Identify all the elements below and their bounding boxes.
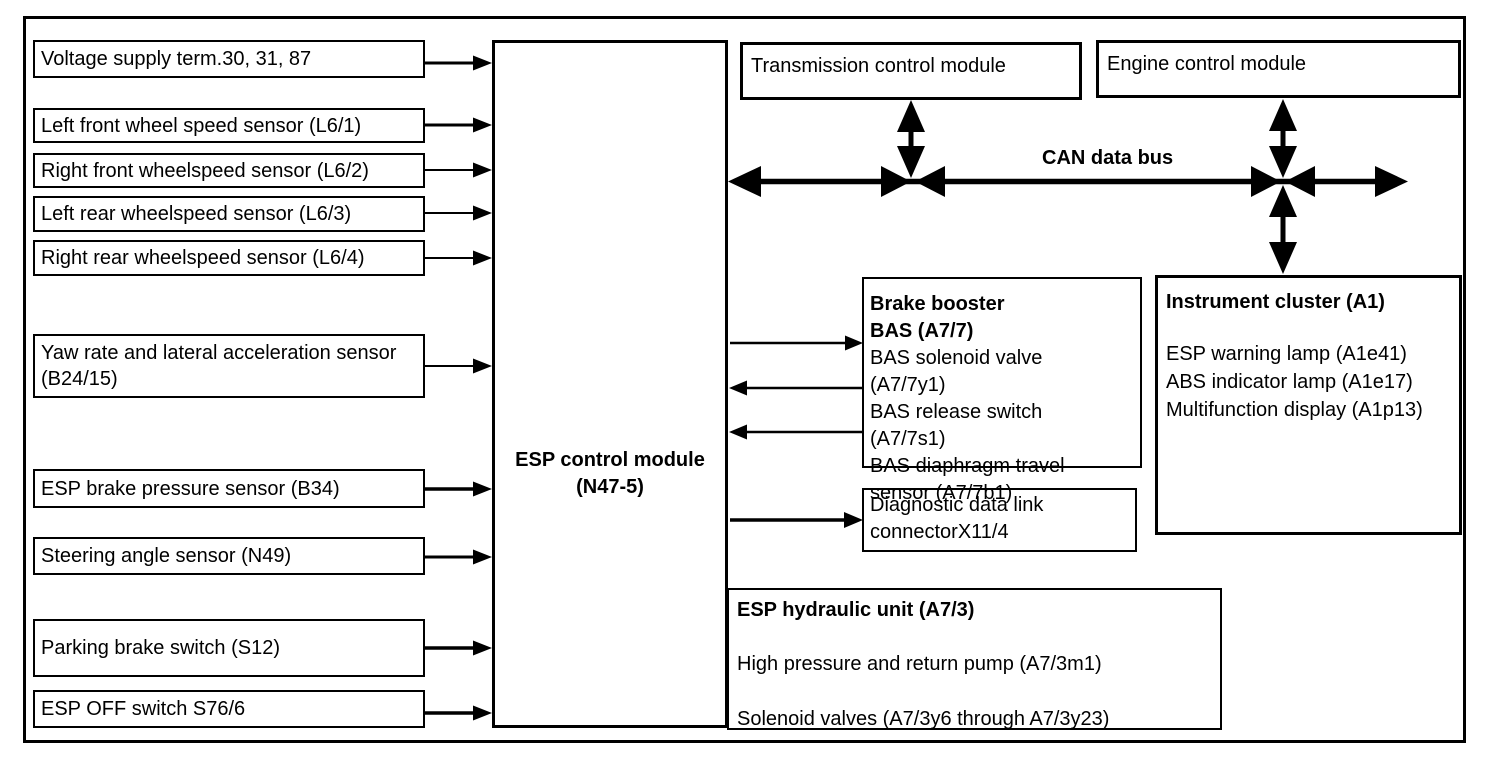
arrow-esp-off-switch-to-esp	[425, 705, 492, 721]
esp-hydraulic-unit-box: ESP hydraulic unit (A7/3) High pressure …	[727, 588, 1222, 730]
input-box-left-rear-wheel-speed: Left rear wheelspeed sensor (L6/3)	[33, 196, 425, 232]
arrow-transmission-to-bus	[897, 100, 925, 178]
input-box-left-front-wheel-speed: Left front wheel speed sensor (L6/1)	[33, 108, 425, 143]
diagnostic-connector-line: Diagnostic data link	[870, 494, 1044, 516]
instrument-cluster-item: Multifunction display (A1p13)	[1166, 399, 1423, 421]
arrow-steering-angle-to-esp	[425, 549, 492, 565]
brake-booster-line: (A7/7s1)	[870, 428, 946, 450]
arrow-esp-to-bas	[730, 335, 863, 351]
arrow-bas-to-esp-2	[729, 424, 862, 440]
arrow-parking-brake-to-esp	[425, 640, 492, 656]
brake-booster-box: Brake booster BAS (A7/7) BAS solenoid va…	[862, 277, 1142, 504]
transmission-control-module-box: Transmission control module	[740, 42, 1082, 100]
arrow-right-front-wheel-to-esp	[425, 162, 492, 178]
input-label: Left rear wheelspeed sensor (L6/3)	[41, 203, 352, 225]
arrow-left-front-wheel-to-esp	[425, 117, 492, 133]
outer-frame	[23, 16, 1466, 743]
arrow-right-rear-wheel-to-esp	[425, 250, 492, 266]
input-box-esp-off-switch: ESP OFF switch S76/6	[33, 690, 425, 728]
arrow-esp-to-diagnostic-connector	[730, 512, 863, 528]
input-box-right-front-wheel-speed: Right front wheelspeed sensor (L6/2)	[33, 153, 425, 188]
instrument-cluster-box: Instrument cluster (A1) ESP warning lamp…	[1155, 275, 1462, 535]
brake-booster-line: BAS diaphragm travel	[870, 455, 1065, 477]
instrument-cluster-title: Instrument cluster (A1)	[1166, 291, 1385, 313]
arrow-voltage-supply-to-esp	[425, 55, 492, 71]
input-label: Right front wheelspeed sensor (L6/2)	[41, 159, 369, 182]
arrow-yaw-sensor-to-esp	[425, 358, 492, 374]
input-label: Right rear wheelspeed sensor (L6/4)	[41, 247, 365, 269]
input-label: Yaw rate and lateral acceleration sensor…	[41, 342, 397, 390]
input-label: Steering angle sensor (N49)	[41, 545, 292, 567]
arrow-bas-to-esp-1	[729, 380, 862, 396]
hydraulic-unit-item: Solenoid valves (A7/3y6 through A7/3y23)	[737, 708, 1110, 730]
brake-booster-line: BAS release switch	[870, 401, 1043, 423]
input-box-parking-brake-switch: Parking brake switch (S12)	[33, 619, 425, 677]
input-label: Parking brake switch (S12)	[41, 637, 280, 659]
esp-control-module-box: ESP control module (N47-5)	[492, 40, 728, 728]
instrument-cluster-item: ESP warning lamp (A1e41)	[1166, 343, 1407, 365]
brake-booster-line: sensor (A7/7b1)	[870, 482, 1013, 504]
input-label: ESP brake pressure sensor (B34)	[41, 477, 340, 500]
input-box-steering-angle-sensor: Steering angle sensor (N49)	[33, 537, 425, 575]
brake-booster-line: BAS solenoid valve	[870, 347, 1043, 369]
diagnostic-connector-line: connectorX11/4	[870, 521, 1009, 543]
can-bus-junction-engine	[1251, 166, 1315, 197]
input-label: Left front wheel speed sensor (L6/1)	[41, 114, 362, 137]
input-box-right-rear-wheel-speed: Right rear wheelspeed sensor (L6/4)	[33, 240, 425, 276]
arrow-bus-to-instrument-cluster	[1269, 185, 1297, 274]
brake-booster-subtitle: BAS (A7/7)	[870, 320, 974, 342]
brake-booster-title: Brake booster	[870, 293, 1005, 315]
input-label: ESP OFF switch S76/6	[41, 698, 246, 720]
can-bus-junction-transmission	[881, 166, 945, 197]
diagnostic-connector-box: Diagnostic data link connectorX11/4	[862, 488, 1137, 552]
transmission-control-module-title: Transmission control module	[751, 55, 1006, 77]
instrument-cluster-item: ABS indicator lamp (A1e17)	[1166, 371, 1413, 393]
arrow-engine-to-bus	[1269, 99, 1297, 178]
can-data-bus-label: CAN data bus	[1042, 147, 1174, 169]
arrow-left-rear-wheel-to-esp	[425, 205, 492, 221]
input-label: Voltage supply term.30, 31, 87	[41, 48, 312, 70]
arrow-brake-pressure-to-esp	[425, 481, 492, 497]
input-box-yaw-rate-sensor: Yaw rate and lateral acceleration sensor…	[33, 334, 425, 398]
brake-booster-line: (A7/7y1)	[870, 374, 946, 396]
input-box-brake-pressure-sensor: ESP brake pressure sensor (B34)	[33, 469, 425, 508]
hydraulic-unit-item: High pressure and return pump (A7/3m1)	[737, 653, 1102, 675]
engine-control-module-title: Engine control module	[1107, 53, 1307, 75]
esp-control-module-title: ESP control module (N47-5)	[515, 449, 705, 498]
engine-control-module-box: Engine control module	[1096, 40, 1461, 98]
input-box-voltage-supply: Voltage supply term.30, 31, 87	[33, 40, 425, 78]
hydraulic-unit-title: ESP hydraulic unit (A7/3)	[737, 599, 975, 621]
